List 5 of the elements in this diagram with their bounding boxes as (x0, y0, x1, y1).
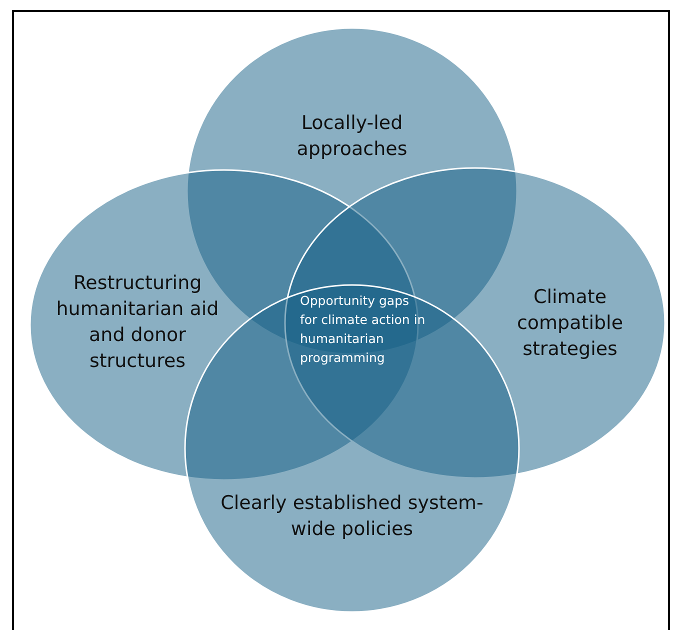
center-label: Opportunity gaps for climate action in humanitarian programming (300, 292, 426, 367)
circle-label: Clearly established system-wide policies (220, 491, 484, 542)
circle-label: Restructuring humanitarian aid and donor structures (55, 271, 220, 374)
circle-label: Climate compatible strategies (516, 285, 624, 362)
circle-label: Locally-led approaches (296, 111, 408, 162)
